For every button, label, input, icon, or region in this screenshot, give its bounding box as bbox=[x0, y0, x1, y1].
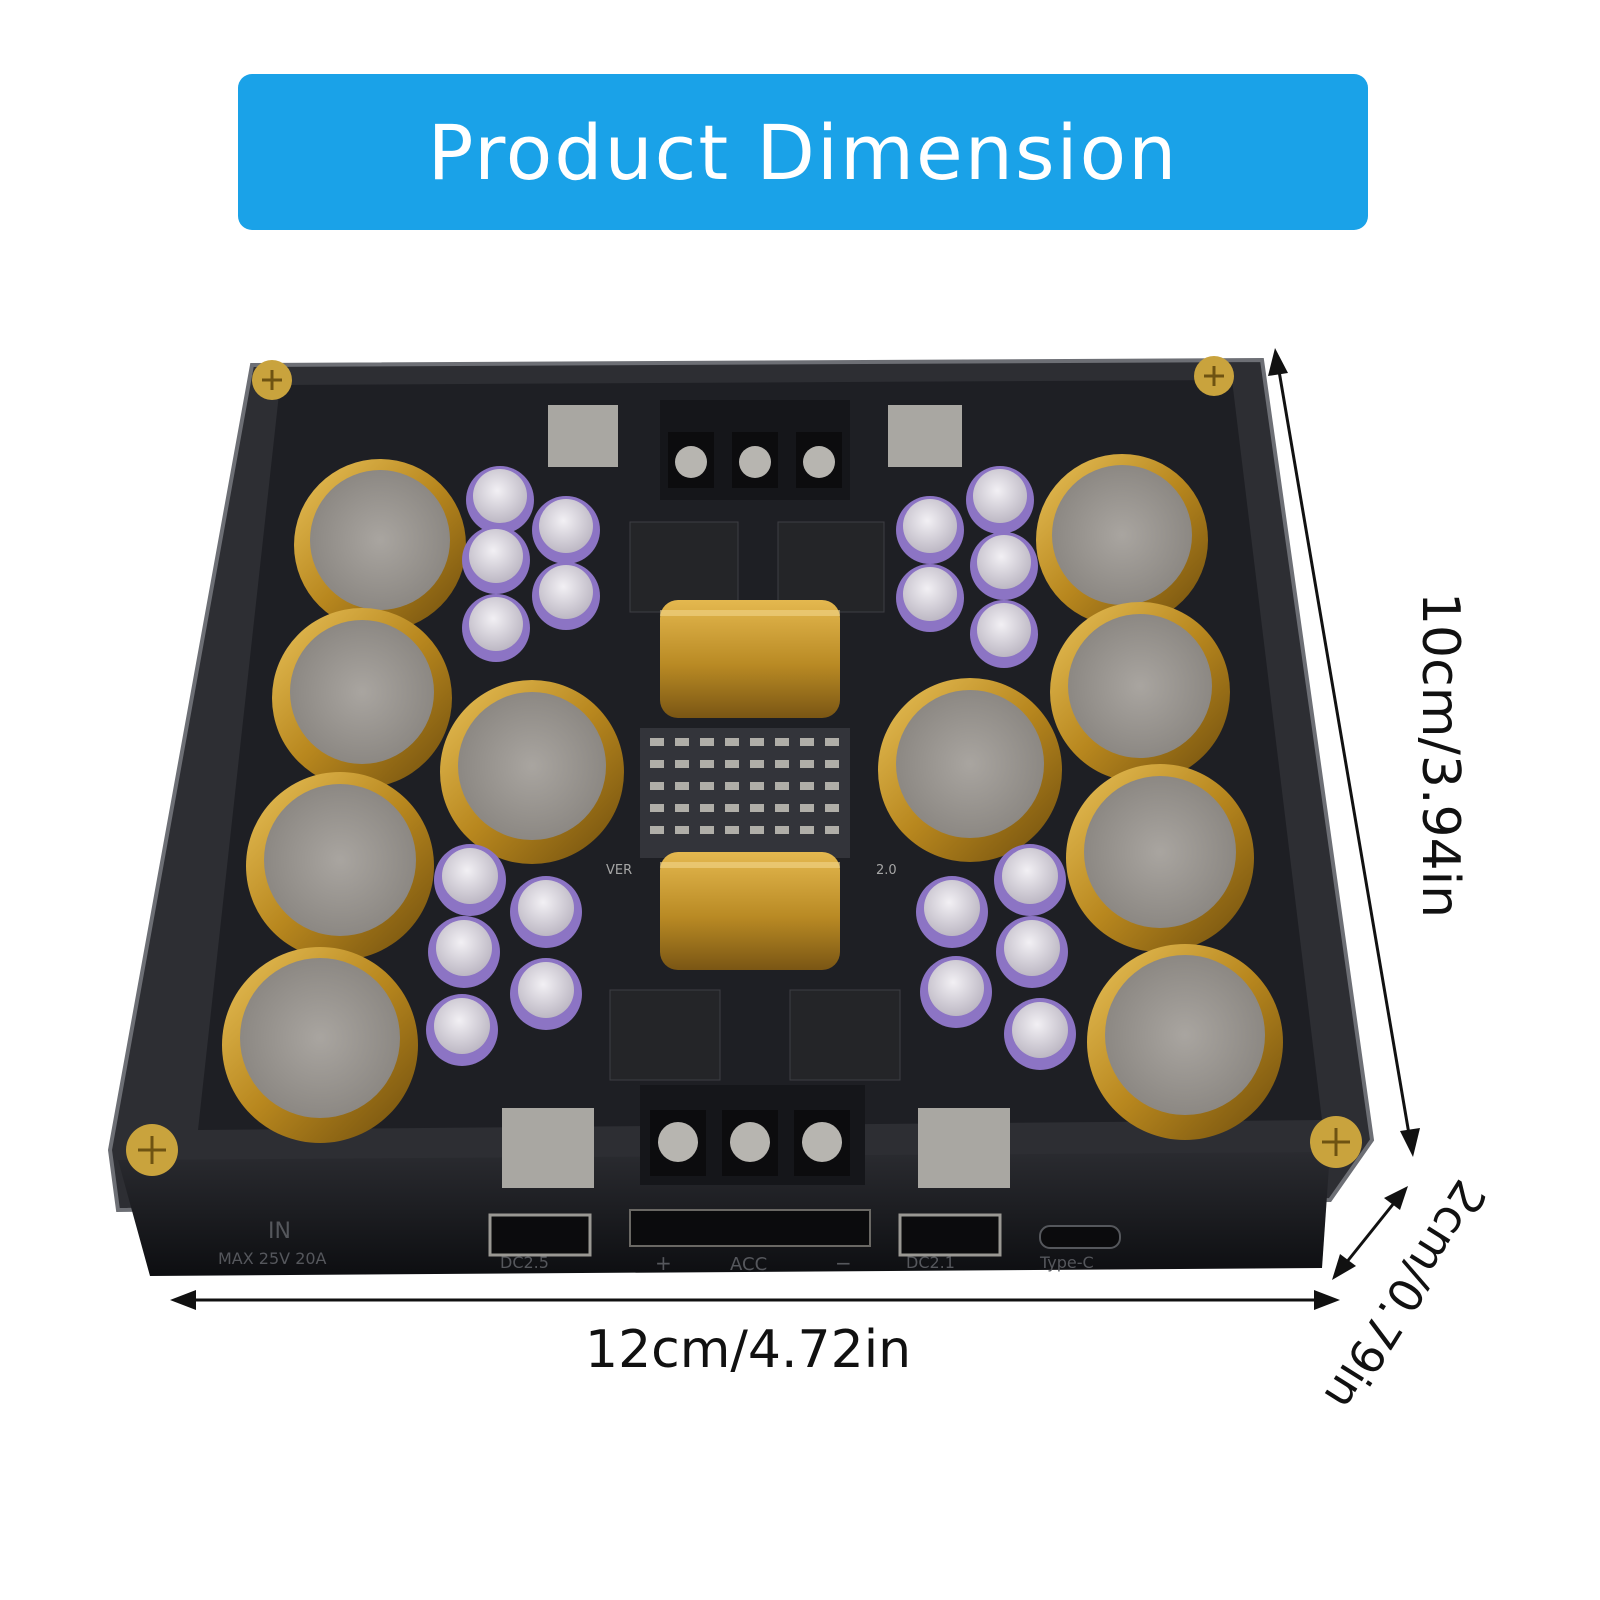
front-label-plus: + bbox=[655, 1251, 672, 1275]
board-label-ver-num: 2.0 bbox=[876, 863, 897, 878]
bottom-terminal-block bbox=[640, 1085, 865, 1185]
board-label-ver: VER bbox=[606, 863, 632, 878]
center-array bbox=[640, 728, 850, 858]
inductor-top-right bbox=[777, 521, 885, 613]
width-dimension-label: 12cm/4.72in bbox=[585, 1320, 912, 1380]
corner-screws bbox=[126, 356, 1362, 1176]
title-banner: Product Dimension bbox=[238, 74, 1368, 230]
dc-jack-right bbox=[898, 1213, 1002, 1257]
depth-arrow bbox=[1332, 1186, 1408, 1280]
front-label-dc1: DC2.5 bbox=[500, 1253, 549, 1272]
inductor-bottom-left bbox=[609, 989, 721, 1081]
top-terminal-block bbox=[660, 400, 850, 500]
film-capacitor-top bbox=[660, 600, 840, 718]
bottom-right-regulator bbox=[918, 1108, 1010, 1188]
width-arrow bbox=[170, 1290, 1340, 1310]
height-dimension-label: 10cm/3.94in bbox=[1410, 591, 1470, 919]
height-arrow bbox=[1268, 348, 1420, 1157]
gold-capacitors bbox=[222, 454, 1283, 1143]
top-right-regulator bbox=[888, 405, 962, 467]
top-left-regulator bbox=[548, 405, 618, 467]
film-capacitor-bottom bbox=[660, 852, 840, 970]
inductor-bottom-right bbox=[789, 989, 901, 1081]
dc-jack-left bbox=[488, 1213, 592, 1257]
banner-title: Product Dimension bbox=[427, 107, 1179, 197]
front-label-acc: ACC bbox=[730, 1254, 767, 1275]
front-label-dc2: DC2.1 bbox=[906, 1253, 955, 1272]
inductor-top-left bbox=[629, 521, 739, 613]
front-label-in: IN bbox=[268, 1219, 291, 1244]
purple-capacitors bbox=[426, 466, 1076, 1070]
front-label-typec: Type-C bbox=[1039, 1253, 1094, 1272]
front-label-max: MAX 25V 20A bbox=[218, 1249, 327, 1268]
typec-port bbox=[1039, 1225, 1121, 1249]
front-label-minus: − bbox=[835, 1251, 852, 1275]
acc-terminal bbox=[629, 1209, 871, 1247]
bottom-left-regulator bbox=[502, 1108, 594, 1188]
